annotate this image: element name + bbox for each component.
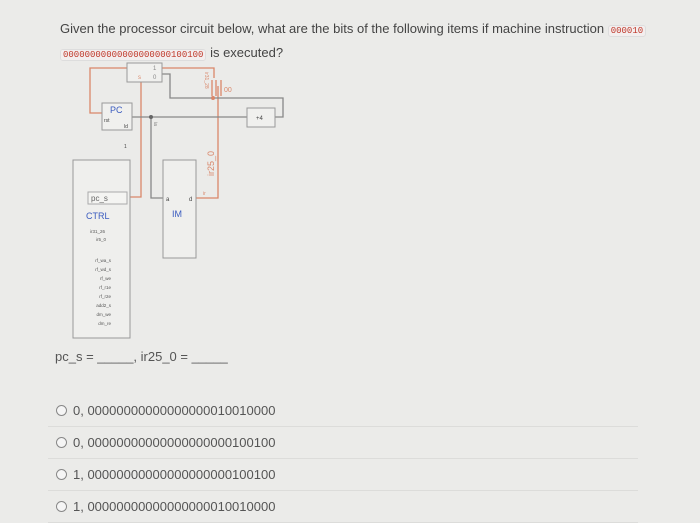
- im-a-label: a: [166, 197, 170, 203]
- pc-register: [101, 102, 133, 131]
- ir31-label: ir31_28: [203, 72, 209, 89]
- shift-label: 00: [224, 87, 232, 94]
- ctrl-unit: [72, 159, 131, 339]
- im-d-label: d: [189, 197, 192, 203]
- mux-to-pc-wire: [89, 67, 127, 114]
- option-1[interactable]: 0, 00000000000000000010010000: [48, 395, 638, 427]
- ctrl-output: rf_wa_s: [95, 258, 112, 263]
- ctrl-label: CTRL: [86, 211, 110, 221]
- pc-s-wire: [130, 82, 142, 198]
- ctrl-output: dm_re: [98, 321, 111, 326]
- pc-label: PC: [110, 105, 123, 115]
- adder-plus4: [246, 107, 276, 128]
- pc-ld-value: 1: [124, 144, 127, 150]
- radio-icon[interactable]: [56, 405, 67, 416]
- fill-in-prompt: pc_s = _____, ir25_0 = _____: [55, 349, 228, 364]
- instruction-rest: 00000000000000000000100100: [60, 49, 207, 61]
- radio-icon[interactable]: [56, 437, 67, 448]
- question-text: Given the processor circuit below, what …: [60, 18, 647, 66]
- option-3[interactable]: 1, 00000000000000000000100100: [48, 459, 638, 491]
- ctrl-output: add2_s: [96, 303, 112, 308]
- radio-icon[interactable]: [56, 469, 67, 480]
- option-2[interactable]: 0, 00000000000000000000100100: [48, 427, 638, 459]
- ctrl-output: rf_r2e: [99, 294, 111, 299]
- radio-icon[interactable]: [56, 501, 67, 512]
- adder-label: +4: [256, 116, 264, 122]
- mux-in1-label: 1: [153, 66, 157, 72]
- im-label: IM: [172, 209, 182, 219]
- instruction-memory: [162, 159, 197, 259]
- answer-options: 0, 00000000000000000010010000 0, 0000000…: [48, 395, 638, 523]
- ir25-label: ir25_0: [206, 151, 216, 176]
- ir-label: ir: [203, 191, 206, 197]
- instruction-opcode: 000010: [607, 25, 647, 37]
- mux-sel-label: s: [138, 75, 141, 81]
- ctrl-output: rf_r1e: [99, 285, 111, 290]
- pc-mux: [126, 62, 163, 83]
- ir-wire: [196, 86, 219, 199]
- ctrl-output: dm_we: [96, 312, 111, 317]
- ctrl-output: rf_we: [100, 276, 112, 281]
- mux-in0-label: 0: [153, 75, 157, 81]
- ctrl-pcs-label: pc_s: [91, 194, 108, 203]
- ia-label: ia: [152, 122, 158, 126]
- ctrl-output: rf_wd_s: [95, 267, 112, 272]
- ctrl-input: ir5_0: [96, 237, 107, 242]
- pc-ld-label: ld: [124, 124, 128, 130]
- pc-rst-label: rst: [104, 118, 110, 124]
- ctrl-input: ir31_26: [90, 229, 106, 234]
